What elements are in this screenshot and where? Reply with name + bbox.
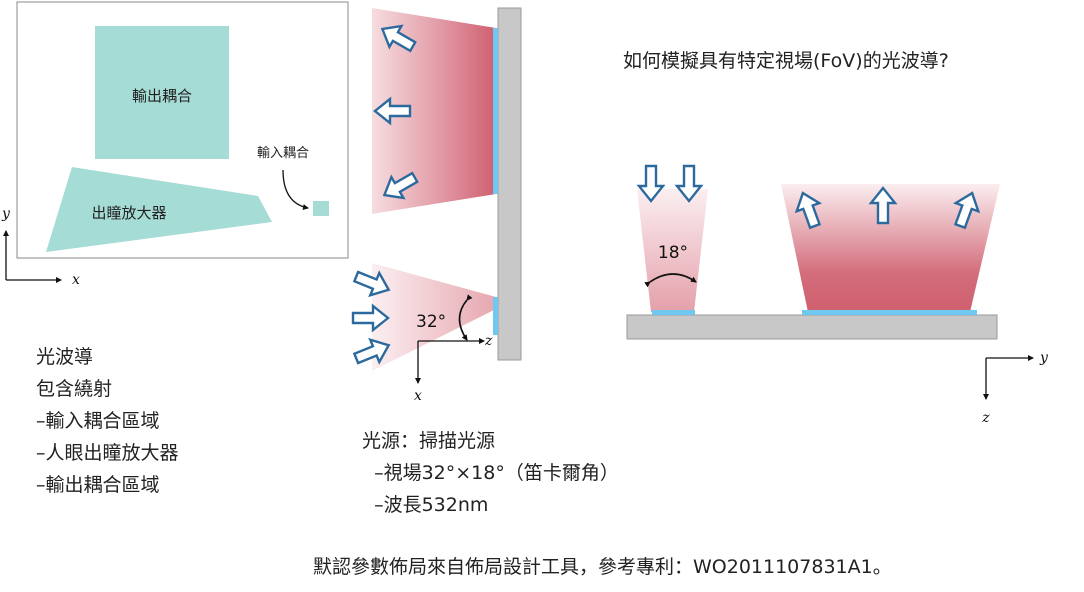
in-coupler-region xyxy=(313,201,329,216)
in-grating-front xyxy=(652,310,695,315)
out-grating-front xyxy=(802,310,977,315)
source-notes: 光源：掃描光源 –視場32°×18°（笛卡爾角） –波長532nm xyxy=(362,425,619,521)
output-cone xyxy=(781,184,1000,312)
in-grating-side xyxy=(493,297,498,335)
in-coupler-label: 輸入耦合 xyxy=(257,146,309,161)
out-arrow-icon xyxy=(868,186,898,225)
in-arrow-icon xyxy=(352,337,391,365)
in-arrow-icon xyxy=(351,303,390,333)
pupil-expander-region xyxy=(46,167,272,252)
waveguide-plate-side xyxy=(497,7,522,361)
out-arrow-icon xyxy=(952,191,981,230)
waveguide-plate-front xyxy=(626,314,998,340)
note-line: –人眼出瞳放大器 xyxy=(36,442,179,464)
note-line: –視場32°×18°（笛卡爾角） xyxy=(362,462,619,484)
note-line: 光波導 xyxy=(36,346,94,368)
footer-note: 默認參數佈局來自佈局設計工具，參考專利：WO2011107831A1。 xyxy=(313,556,892,578)
front-angle-arc xyxy=(644,273,697,288)
in-coupler-pointer xyxy=(282,169,309,210)
expander-label: 出瞳放大器 xyxy=(91,204,166,222)
outcoupled-beam xyxy=(372,8,496,214)
note-line: 光源：掃描光源 xyxy=(362,430,496,452)
layout-y-label: y xyxy=(1,206,11,222)
out-arrow-icon xyxy=(382,171,419,200)
out-arrow-icon xyxy=(373,96,412,126)
layout-panel: 輸出耦合 出瞳放大器 輸入耦合 y x xyxy=(1,1,349,288)
out-grating-side xyxy=(493,28,498,194)
in-arrow-icon xyxy=(636,164,666,203)
front-angle-label: 18° xyxy=(658,243,688,263)
layout-x-label: x xyxy=(72,272,80,288)
note-line: –輸入耦合區域 xyxy=(36,410,160,432)
front-y-label: y xyxy=(1039,350,1049,366)
out-coupler-label: 輸出耦合 xyxy=(132,87,192,105)
in-arrow-icon xyxy=(352,270,391,298)
in-arrow-icon xyxy=(674,164,704,203)
note-line: 包含繞射 xyxy=(36,378,113,400)
page-title: 如何模擬具有特定視場(FoV)的光波導? xyxy=(623,50,949,72)
out-coupler-region xyxy=(95,26,229,159)
side-x-label: x xyxy=(414,388,422,404)
out-arrow-icon xyxy=(794,191,823,230)
side-angle-arc xyxy=(458,294,473,341)
front-z-label: z xyxy=(981,410,990,426)
waveguide-notes: 光波導 包含繞射 –輸入耦合區域 –人眼出瞳放大器 –輸出耦合區域 xyxy=(36,341,179,501)
out-arrow-icon xyxy=(380,24,417,53)
front-view: 18° y z xyxy=(626,164,1049,426)
note-line: –輸出耦合區域 xyxy=(36,474,160,496)
note-line: –波長532nm xyxy=(362,494,489,516)
side-angle-label: 32° xyxy=(416,312,446,332)
incoming-beam xyxy=(372,263,496,371)
side-view: 32° z x xyxy=(351,7,522,404)
side-z-label: z xyxy=(484,333,493,349)
